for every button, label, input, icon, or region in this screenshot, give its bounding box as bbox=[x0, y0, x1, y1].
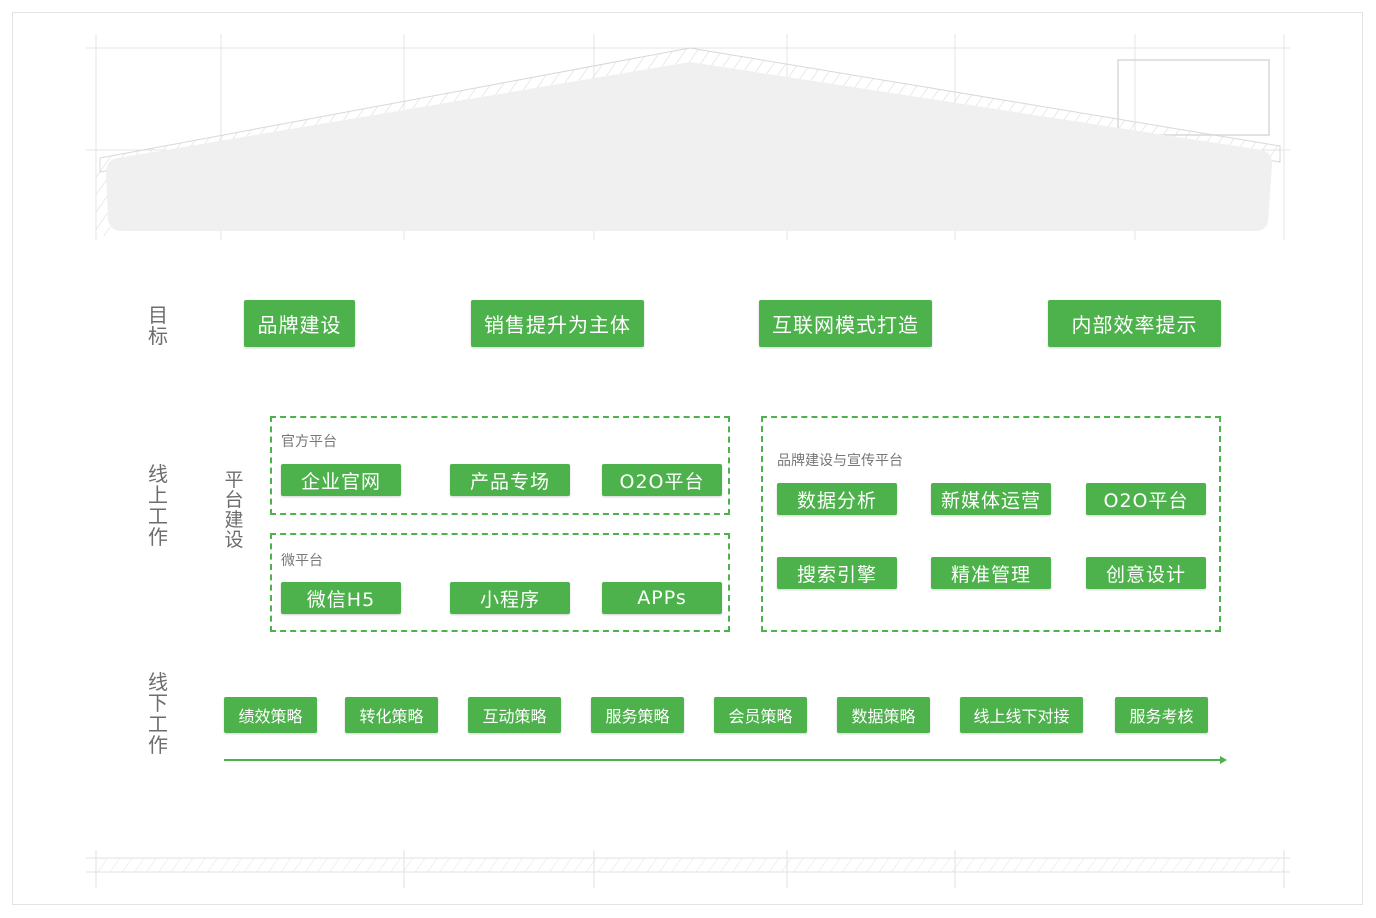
row-label-goal: 目标 bbox=[148, 303, 168, 348]
goal-sales-growth: 销售提升为主体 bbox=[471, 300, 644, 347]
platform-o2o-official: O2O平台 bbox=[602, 464, 722, 496]
micro-platform-box bbox=[270, 533, 730, 632]
platform-creative-design: 创意设计 bbox=[1086, 557, 1206, 589]
offline-membership-strategy: 会员策略 bbox=[714, 697, 807, 733]
goal-brand-building: 品牌建设 bbox=[244, 300, 355, 347]
diagram-frame bbox=[12, 12, 1363, 905]
official-platform-box bbox=[270, 416, 730, 515]
platform-data-analysis: 数据分析 bbox=[777, 483, 897, 515]
offline-online-offline-connection: 线上线下对接 bbox=[960, 697, 1083, 733]
platform-precision-management: 精准管理 bbox=[931, 557, 1051, 589]
offline-conversion-strategy: 转化策略 bbox=[345, 697, 438, 733]
brand-platform-title: 品牌建设与宣传平台 bbox=[777, 453, 903, 469]
offline-service-assessment: 服务考核 bbox=[1115, 697, 1208, 733]
platform-o2o-brand: O2O平台 bbox=[1086, 483, 1206, 515]
micro-platform-title: 微平台 bbox=[281, 553, 323, 569]
platform-new-media: 新媒体运营 bbox=[931, 483, 1051, 515]
row-label-offline: 线下工作 bbox=[148, 670, 168, 757]
offline-data-strategy: 数据策略 bbox=[837, 697, 930, 733]
timeline-arrow-head bbox=[1220, 756, 1227, 764]
platform-search-engine: 搜索引擎 bbox=[777, 557, 897, 589]
brand-platform-box bbox=[761, 416, 1221, 632]
goal-internal-efficiency: 内部效率提示 bbox=[1048, 300, 1221, 347]
row-label-platform: 平台建设 bbox=[224, 469, 244, 551]
platform-wechat-h5: 微信H5 bbox=[281, 582, 401, 614]
official-platform-title: 官方平台 bbox=[281, 434, 337, 450]
platform-apps: APPs bbox=[602, 582, 722, 614]
platform-corporate-site: 企业官网 bbox=[281, 464, 401, 496]
row-label-online: 线上工作 bbox=[148, 462, 168, 549]
goal-internet-model: 互联网模式打造 bbox=[759, 300, 932, 347]
offline-interaction-strategy: 互动策略 bbox=[468, 697, 561, 733]
offline-performance-strategy: 绩效策略 bbox=[224, 697, 317, 733]
offline-service-strategy: 服务策略 bbox=[591, 697, 684, 733]
platform-mini-program: 小程序 bbox=[450, 582, 570, 614]
platform-product-showcase: 产品专场 bbox=[450, 464, 570, 496]
